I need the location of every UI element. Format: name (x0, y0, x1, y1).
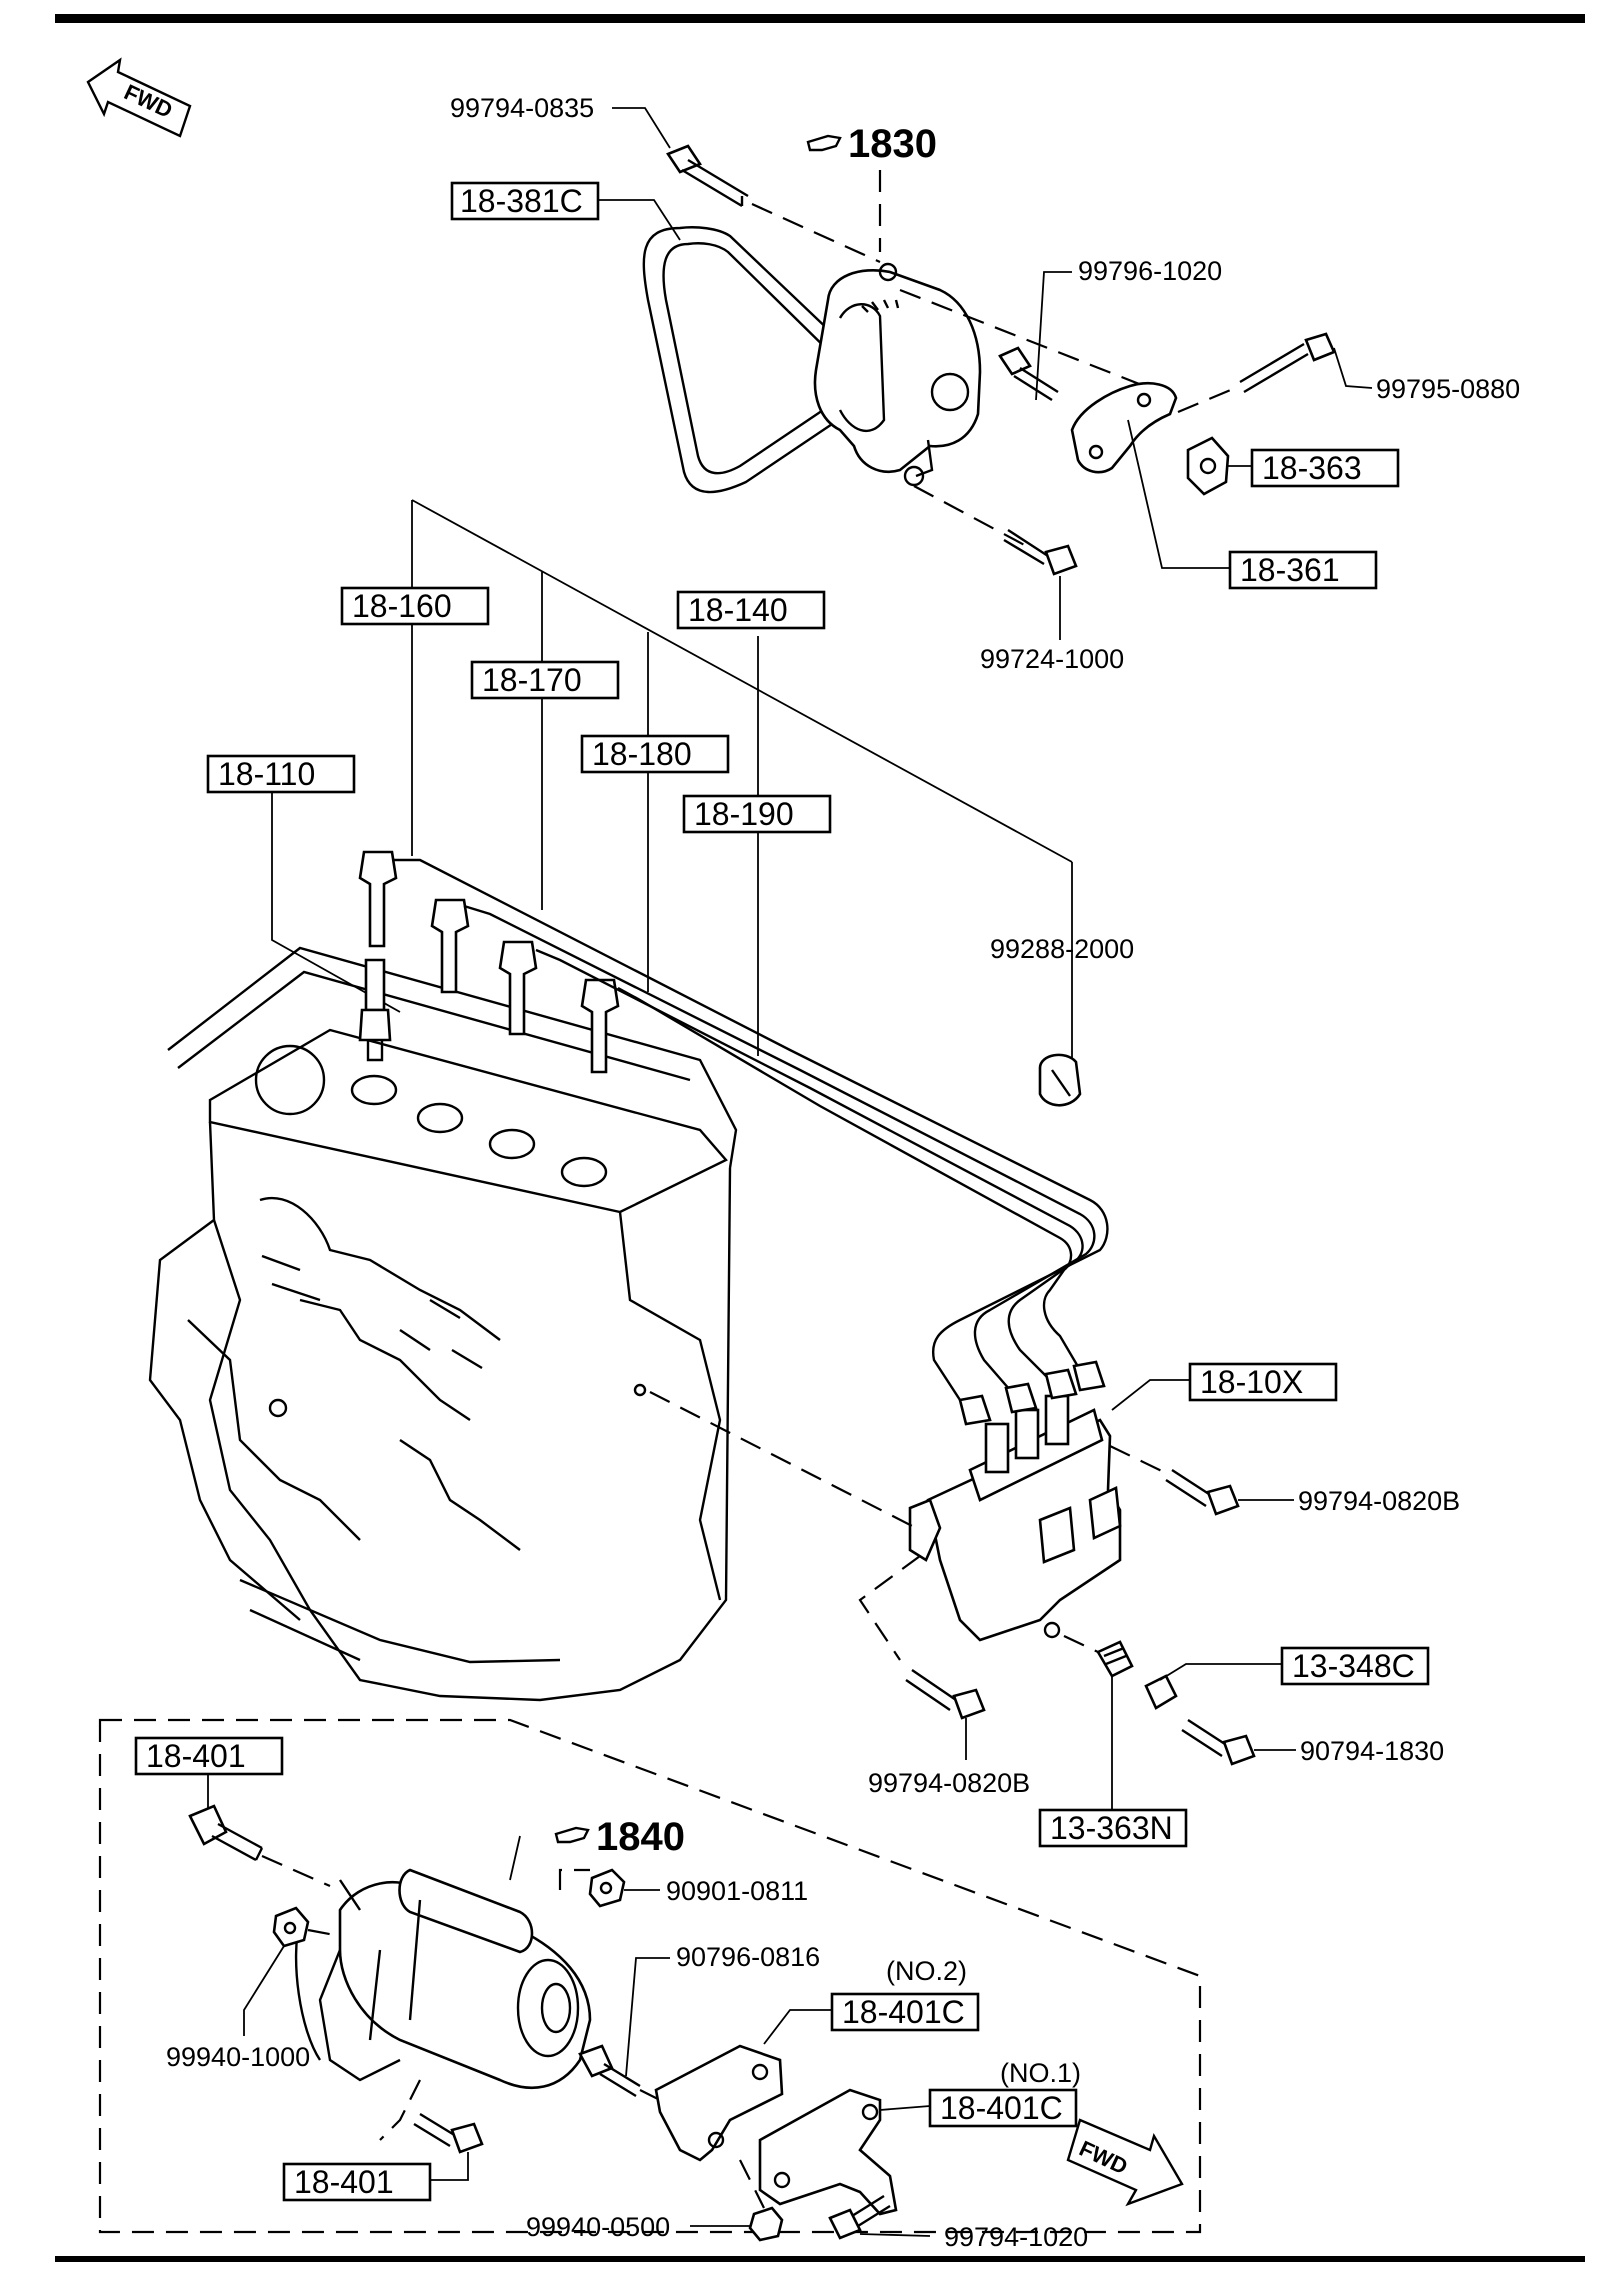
spark-plug-leads-callouts: 18-160 18-140 18-170 18-180 18-110 18-19… (206, 499, 1134, 1060)
part-99940-1000: 99940-1000 (166, 2042, 310, 2072)
reference-hand-icon-1830 (806, 134, 842, 152)
condenser-13-363N (1096, 1640, 1134, 1678)
fwd-arrow-bottom-label: FWD (1076, 2136, 1132, 2180)
label-18-381C: 18-381C (460, 183, 583, 219)
label-box-18-160 (340, 586, 490, 626)
bolt-icon-99795-0880 (1239, 332, 1336, 394)
bolt-icon-99724-1000 (1003, 528, 1078, 576)
bushing-18-363 (1186, 436, 1230, 496)
label-box-13-363N (1038, 1808, 1188, 1848)
bolt-icon-99794-0835 (666, 144, 749, 208)
ref-1830: 1830 (848, 122, 937, 166)
fwd-arrow-top: FWD (86, 57, 192, 138)
part-99940-0500: 99940-0500 (526, 2212, 670, 2242)
label-box-18-401C-no2 (830, 1992, 980, 2032)
spark-plug (358, 958, 392, 1062)
bolt-icon-18-401-bottom (413, 2112, 484, 2154)
bolt-icon-99796-1020 (998, 346, 1059, 402)
label-box-13-348C (1280, 1646, 1430, 1686)
starter-section-outline (98, 1718, 1202, 2234)
part-99288-2000: 99288-2000 (990, 934, 1134, 964)
nut-icon-99940-0500 (748, 2206, 784, 2242)
part-99724-1000: 99724-1000 (980, 644, 1124, 674)
label-box-18-140 (676, 590, 826, 630)
label-box-18-401-top (134, 1736, 284, 1776)
bolt-icon-99794-0820B-bottom (905, 1669, 986, 1720)
starter-bracket-no1 (758, 2088, 898, 2216)
label-box-18-381C (450, 181, 600, 221)
label-box-18-10X (1188, 1362, 1338, 1402)
top-border-rule (55, 14, 1585, 23)
bolt-icon-99794-1020 (828, 2194, 891, 2240)
alternator-bracket (1070, 382, 1178, 474)
bolt-icon-90796-0816 (578, 2044, 641, 2098)
ignition-lead-bundle (392, 858, 1109, 1401)
label-18-140: 18-140 (688, 592, 788, 628)
grommet-13-348C (1144, 1674, 1178, 1710)
label-18-401C-no1: 18-401C (940, 2090, 1063, 2126)
label-box-18-401-bottom (282, 2162, 432, 2202)
part-99794-0820B-right: 99794-0820B (1298, 1486, 1460, 1516)
note-no1: (NO.1) (1000, 2058, 1081, 2088)
part-90796-0816: 90796-0816 (676, 1942, 820, 1972)
label-18-160: 18-160 (352, 588, 452, 624)
label-box-18-110 (206, 754, 356, 794)
part-99796-1020: 99796-1020 (1078, 256, 1222, 286)
label-18-190: 18-190 (694, 796, 794, 832)
part-99795-0880: 99795-0880 (1376, 374, 1520, 404)
bottom-border-rule (55, 2256, 1585, 2262)
label-18-180: 18-180 (592, 736, 692, 772)
label-13-363N: 13-363N (1050, 1810, 1173, 1846)
label-18-401C-no2: 18-401C (842, 1994, 965, 2030)
part-90901-0811: 90901-0811 (666, 1876, 808, 1906)
nut-icon-99940-1000 (272, 1906, 310, 1948)
label-box-18-401C-no1 (928, 2088, 1078, 2128)
label-box-18-361 (1228, 550, 1378, 590)
ignition-coil-assembly (908, 1360, 1122, 1642)
part-90794-1830: 90794-1830 (1300, 1736, 1444, 1766)
label-18-361: 18-361 (1240, 552, 1340, 588)
label-18-170: 18-170 (482, 662, 582, 698)
starter-motor (294, 1868, 592, 2089)
label-18-10X: 18-10X (1200, 1364, 1303, 1400)
part-99794-1020: 99794-1020 (944, 2222, 1088, 2252)
label-18-110: 18-110 (218, 756, 315, 792)
ignition-lead-boots (358, 850, 620, 1074)
label-13-348C: 13-348C (1292, 1648, 1415, 1684)
label-18-363: 18-363 (1262, 450, 1362, 486)
alternator (813, 262, 982, 487)
label-18-401-top: 18-401 (146, 1738, 246, 1774)
ref-1840: 1840 (596, 1815, 685, 1859)
label-18-401-bottom: 18-401 (294, 2164, 394, 2200)
bolt-icon-99794-0820B-right (1165, 1468, 1240, 1516)
label-box-18-190 (682, 794, 832, 834)
label-box-18-180 (580, 734, 730, 774)
starter-bracket-no2 (654, 2044, 784, 2162)
fwd-arrow-bottom: FWD (1066, 2118, 1184, 2207)
reference-hand-icon-1840 (554, 1826, 590, 1844)
nut-icon-90901-0811 (588, 1868, 626, 1908)
drive-belt (642, 226, 869, 494)
lead-clip (1038, 1053, 1082, 1107)
note-no2: (NO.2) (886, 1956, 967, 1986)
bolt-icon-18-401-top (188, 1804, 264, 1862)
part-99794-0820B-bottom: 99794-0820B (868, 1768, 1030, 1798)
engine-block (148, 946, 738, 1702)
label-box-18-170 (470, 660, 620, 700)
bolt-icon-90794-1830 (1181, 1718, 1256, 1766)
alternator-assembly: 1830 99794-0835 18-381C 99796-10 (450, 93, 1520, 674)
part-99794-0835: 99794-0835 (450, 93, 594, 123)
label-box-18-363 (1250, 448, 1400, 488)
